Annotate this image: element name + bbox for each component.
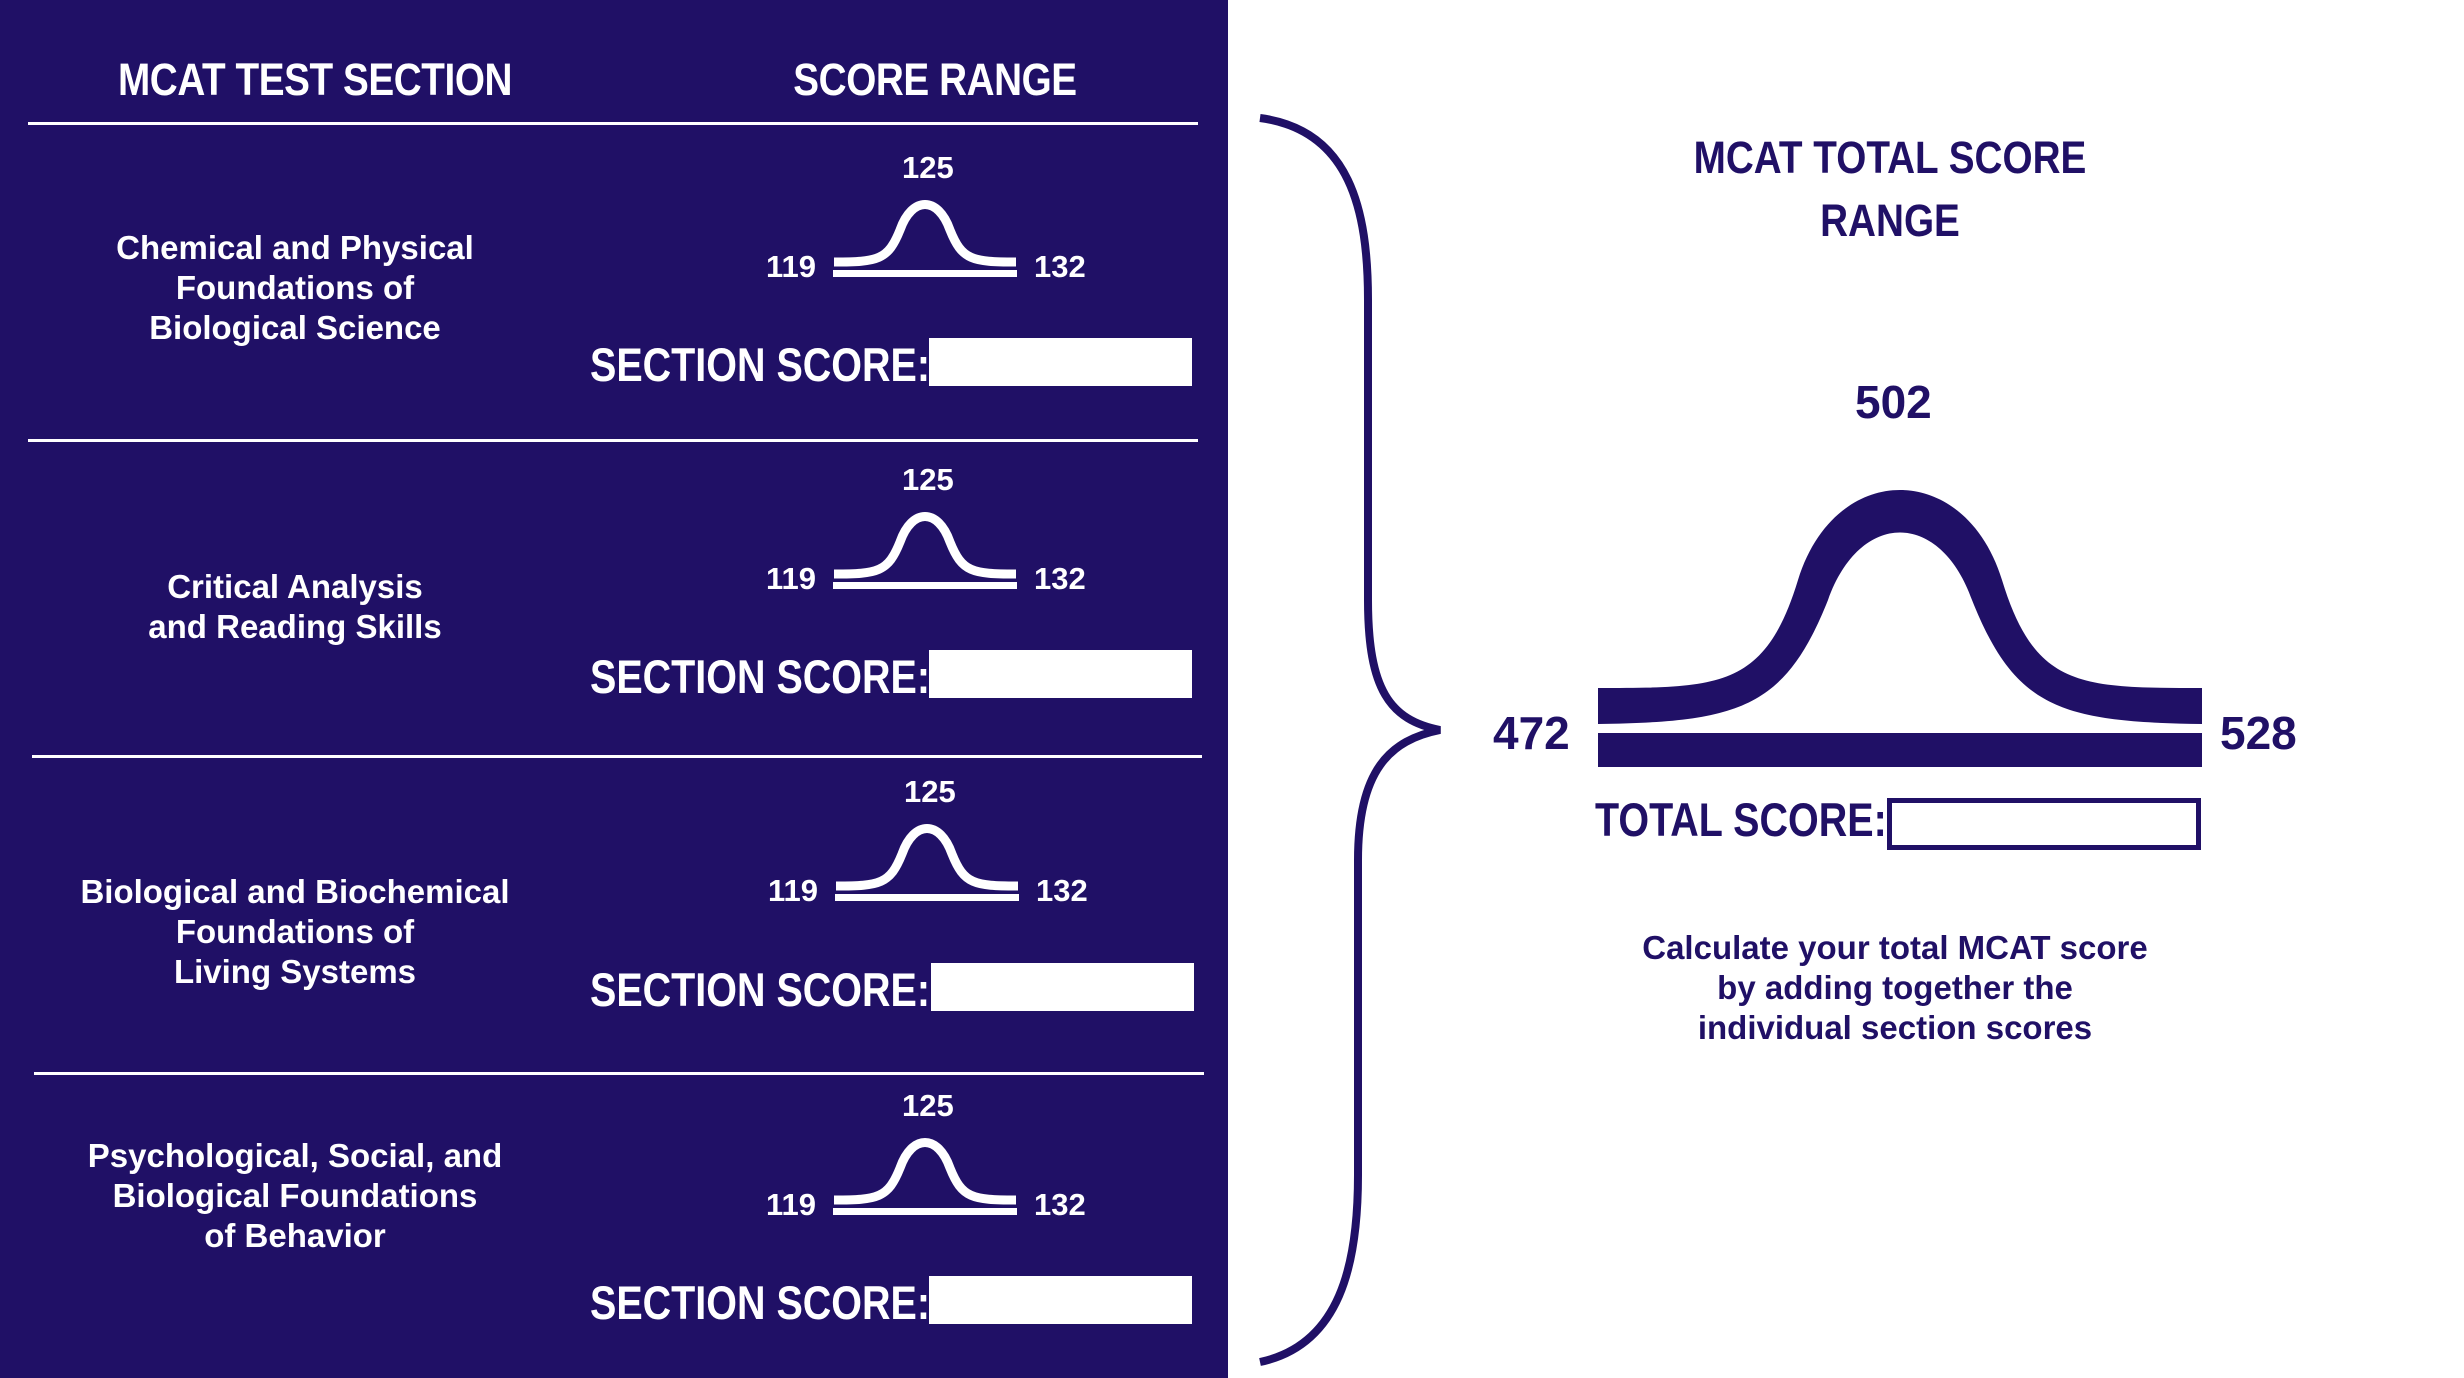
total-mid-label: 502 xyxy=(1855,376,1932,428)
section-score-label: SECTION SCORE: xyxy=(590,650,931,703)
score-distribution-curve xyxy=(833,200,1017,277)
total-min-label: 472 xyxy=(1493,707,1570,759)
range-min-label: 119 xyxy=(768,873,819,908)
range-max-label: 132 xyxy=(1034,1187,1086,1222)
range-min-label: 119 xyxy=(766,249,817,284)
section-score-label: SECTION SCORE: xyxy=(590,1276,931,1329)
total-score-distribution-curve xyxy=(1598,490,2202,767)
section-divider xyxy=(32,755,1202,758)
range-max-label: 132 xyxy=(1034,249,1086,284)
range-min-label: 119 xyxy=(766,1187,817,1222)
total-max-label: 528 xyxy=(2220,707,2297,759)
score-distribution-curve xyxy=(833,1138,1017,1215)
score-distribution-curve xyxy=(833,512,1017,589)
range-min-label: 119 xyxy=(766,561,817,596)
range-max-label: 132 xyxy=(1034,561,1086,596)
section-divider xyxy=(28,439,1198,442)
range-mid-label: 125 xyxy=(902,150,954,185)
curly-brace xyxy=(1259,114,1441,1366)
total-score-field[interactable] xyxy=(1887,798,2201,850)
score-range-column-header: SCORE RANGE xyxy=(793,54,1077,105)
section-score-field[interactable] xyxy=(929,1276,1192,1324)
section-score-field[interactable] xyxy=(931,963,1194,1011)
section-score-label: SECTION SCORE: xyxy=(590,963,931,1016)
section-divider xyxy=(34,1072,1204,1075)
range-mid-label: 125 xyxy=(902,1088,954,1123)
range-mid-label: 125 xyxy=(902,462,954,497)
header-divider xyxy=(28,122,1198,125)
section-score-field[interactable] xyxy=(929,650,1192,698)
score-distribution-curve xyxy=(835,824,1019,901)
total-score-label: TOTAL SCORE: xyxy=(1595,793,1887,846)
range-max-label: 132 xyxy=(1036,873,1088,908)
section-column-header: MCAT TEST SECTION xyxy=(117,54,513,105)
section-score-field[interactable] xyxy=(929,338,1192,386)
section-score-label: SECTION SCORE: xyxy=(590,338,931,391)
sections-panel: MCAT TEST SECTION SCORE RANGE Chemical a… xyxy=(0,0,1228,1378)
range-mid-label: 125 xyxy=(904,774,956,809)
